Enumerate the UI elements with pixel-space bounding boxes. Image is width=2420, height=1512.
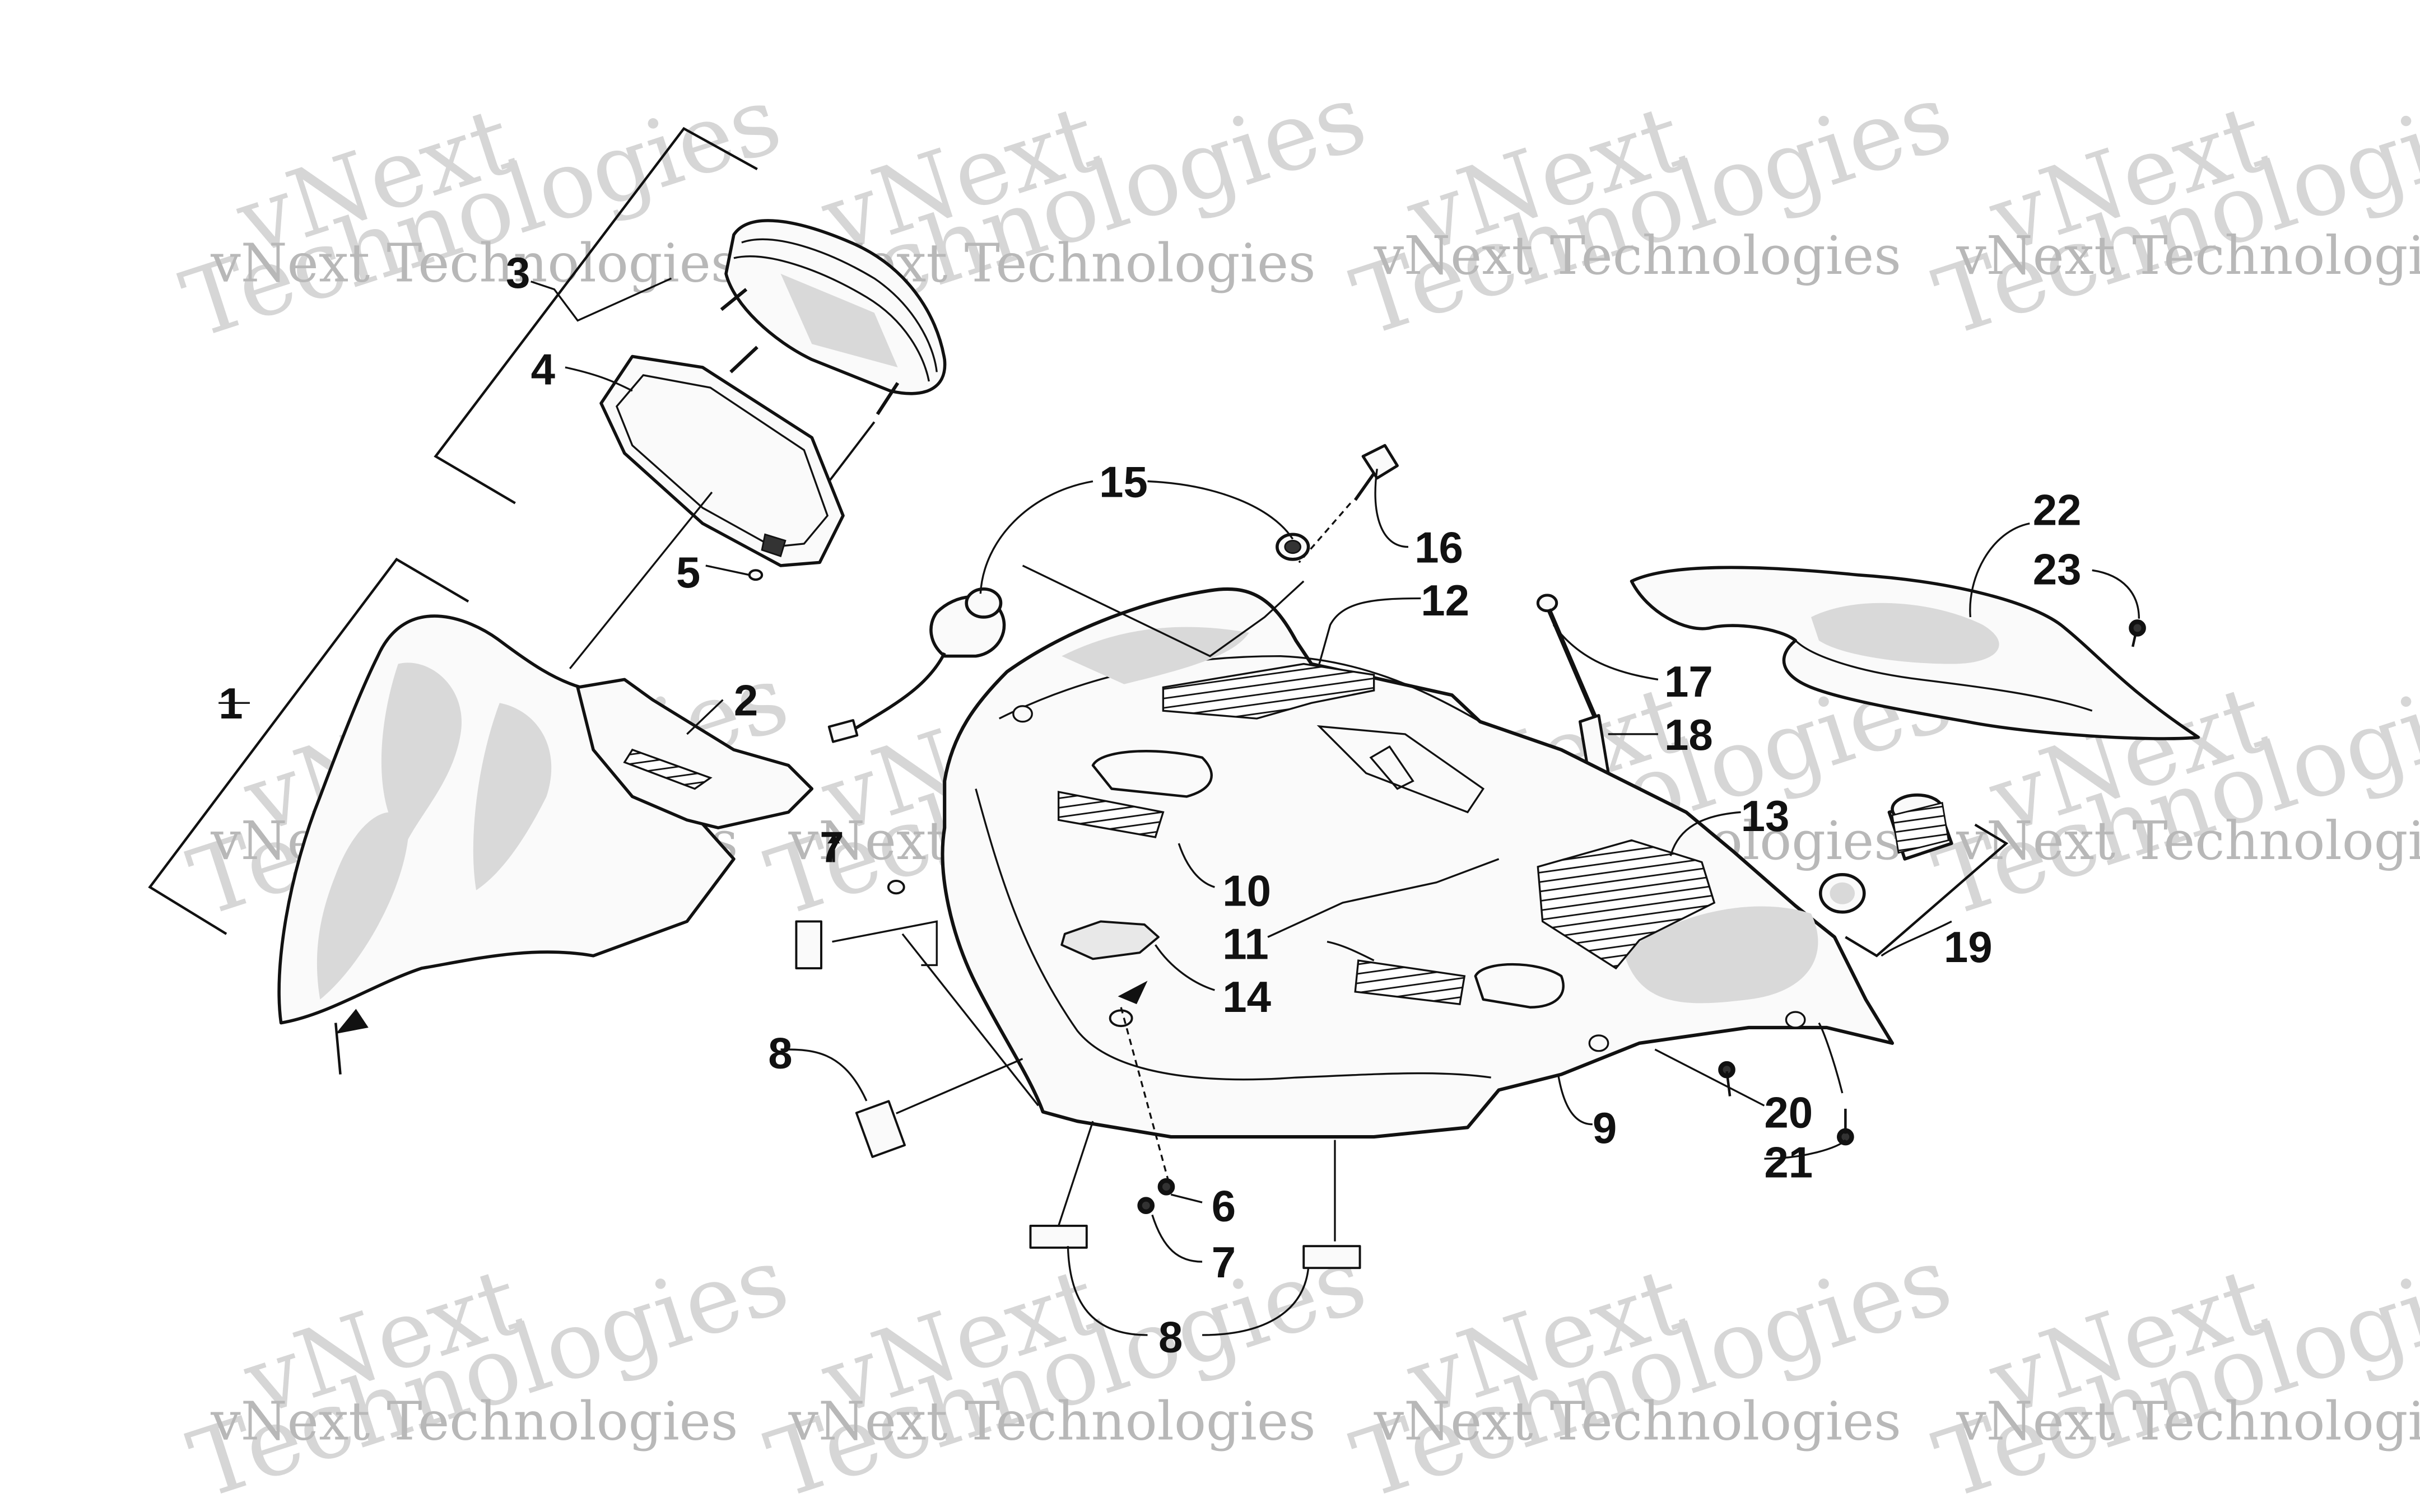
callout-17: 17 <box>1664 657 1713 706</box>
power-outlet-part <box>1818 793 1953 914</box>
callout-4: 4 <box>531 345 555 394</box>
callout-9: 9 <box>1593 1103 1617 1152</box>
callout-15: 15 <box>1099 457 1148 506</box>
callout-11: 11 <box>1222 919 1268 968</box>
watermark-text: vNext Technologies <box>1956 810 2420 872</box>
screw-7-upper <box>887 880 905 895</box>
pad-8-lower-left <box>855 1100 906 1158</box>
callout-8a: 8 <box>768 1028 792 1077</box>
pad-8-upper <box>795 920 822 969</box>
watermark: Technologies vNext <box>170 65 793 360</box>
callout-3: 3 <box>506 248 530 297</box>
decal-10-part <box>1057 791 1165 838</box>
callout-7a: 7 <box>820 823 844 872</box>
screw-5-part <box>748 569 764 581</box>
callout-18: 18 <box>1664 710 1713 759</box>
callouts: 1 2 3 4 5 6 7 7 8 8 9 10 11 12 13 14 15 … <box>218 248 2081 1362</box>
decal-11-part <box>1354 959 1466 1005</box>
switch-harness-part <box>827 533 1310 743</box>
screw-23 <box>2129 619 2146 637</box>
watermark-text: vNext Technologies <box>210 233 738 295</box>
callout-10: 10 <box>1222 866 1271 916</box>
watermark-text: vNext Technologies <box>1374 1391 1901 1453</box>
mat-13-part <box>1537 839 1716 970</box>
gauge-part <box>720 219 947 488</box>
callout-19: 19 <box>1944 922 1993 972</box>
callout-23: 23 <box>2033 544 2082 594</box>
callout-5: 5 <box>676 548 700 597</box>
leader-lines <box>218 277 2140 1336</box>
callout-21: 21 <box>1764 1138 1813 1187</box>
callout-20: 20 <box>1764 1088 1813 1137</box>
bracket-part-3 <box>434 127 758 505</box>
callout-22: 22 <box>2033 486 2082 535</box>
watermark-text: vNext Technologies <box>1956 1391 2420 1453</box>
screw-7-lower <box>1137 1197 1155 1215</box>
pad-14-part <box>1060 920 1160 960</box>
grommet <box>1109 1009 1133 1028</box>
bracket-part-1 <box>148 557 469 935</box>
callout-7b: 7 <box>1212 1238 1236 1287</box>
watermark-text: vNext Technologies <box>1374 225 1901 287</box>
hardware <box>795 619 2146 1270</box>
key-part <box>1298 444 1399 563</box>
bracket-part-19 <box>1845 823 2009 958</box>
arrow-marker-icon <box>1118 981 1148 1005</box>
rear-console-part <box>1630 566 2200 740</box>
callout-12: 12 <box>1421 576 1469 625</box>
callout-6: 6 <box>1212 1182 1236 1231</box>
watermark-text: vNext Technologies <box>210 1391 738 1453</box>
callout-2: 2 <box>734 676 758 725</box>
pad-8-bottom-left <box>1029 1224 1088 1249</box>
callout-13: 13 <box>1741 791 1790 841</box>
main-console-part <box>941 587 1895 1139</box>
windshield-part <box>277 614 736 1075</box>
callout-1: 1 <box>218 679 243 728</box>
watermark-text: vNext Technologies <box>788 1391 1315 1453</box>
mat-12-part <box>1162 662 1375 720</box>
watermark-text: vNext Technologies <box>1956 225 2420 287</box>
pad-8-bottom-right <box>1302 1245 1361 1270</box>
gauge-bezel-part <box>599 354 845 567</box>
dash-panel-part <box>576 678 814 829</box>
callout-16: 16 <box>1414 522 1463 572</box>
callout-8b: 8 <box>1158 1313 1183 1362</box>
arrow-marker-icon <box>336 1009 369 1034</box>
screw-6 <box>1157 1178 1175 1196</box>
callout-14: 14 <box>1222 972 1271 1021</box>
